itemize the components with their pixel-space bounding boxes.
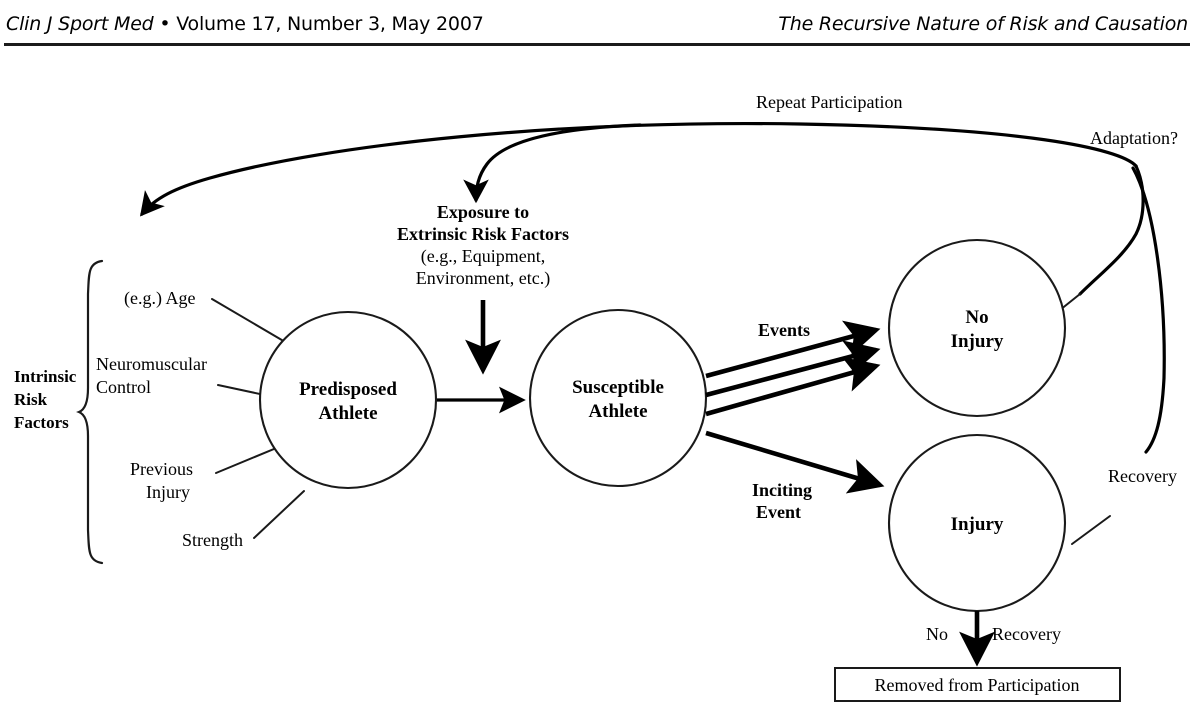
node-no-injury-label-line2: Injury [951, 331, 1004, 352]
node-predisposed-athlete[interactable]: Predisposed Athlete [258, 310, 438, 490]
running-head-right: The Recursive Nature of Risk and Causati… [778, 13, 1188, 35]
node-injury[interactable]: Injury [887, 433, 1067, 613]
risk-factor-previous-injury-label-line2: Injury [146, 482, 190, 502]
inciting-event-label-line1: Inciting [752, 480, 812, 500]
journal-name: Clin J Sport Med [6, 13, 154, 35]
intrinsic-risk-brace [76, 259, 104, 565]
intrinsic-label-line1: Intrinsic [14, 367, 77, 386]
repeat-participation-label: Repeat Participation [756, 92, 902, 112]
node-removed-from-participation-label: Removed from Participation [875, 675, 1080, 695]
intrinsic-label-line2: Risk [14, 390, 48, 409]
node-predisposed-athlete-label-line2: Athlete [318, 403, 377, 424]
intrinsic-label-line3: Factors [14, 413, 69, 432]
no-recovery-label-right: Recovery [992, 624, 1061, 644]
risk-factor-previous-injury-label-line1: Previous [130, 459, 193, 479]
events-label: Events [758, 320, 810, 340]
journal-issue: • Volume 17, Number 3, May 2007 [153, 13, 484, 35]
repeat-participation-arrow [139, 121, 1138, 217]
inciting-event-label-line2: Event [756, 502, 801, 522]
extrinsic-line3: (e.g., Equipment, [421, 246, 545, 267]
risk-factor-neuromuscular-label-line2: Control [96, 377, 151, 397]
running-head-left: Clin J Sport Med • Volume 17, Number 3, … [6, 13, 484, 35]
risk-factor-age-label: (e.g.) Age [124, 288, 195, 309]
node-no-injury-label-line1: No [965, 307, 988, 328]
node-no-injury[interactable]: No Injury [887, 238, 1067, 418]
recovery-connector [1071, 515, 1111, 545]
extrinsic-line4: Environment, etc.) [416, 268, 550, 289]
node-predisposed-athlete-label-line1: Predisposed [299, 379, 397, 400]
figure-canvas: Repeat Participation Adaptation? Recover… [0, 48, 1194, 721]
extrinsic-line2: Extrinsic Risk Factors [397, 224, 569, 244]
adaptation-curve [1078, 164, 1145, 296]
adaptation-label: Adaptation? [1090, 128, 1178, 148]
node-injury-label: Injury [951, 514, 1004, 535]
extrinsic-risk-factors-text: Exposure to Extrinsic Risk Factors (e.g.… [397, 202, 569, 289]
exposure-branch-arrow [463, 123, 642, 204]
inciting-event-arrow [705, 430, 885, 494]
recursive-injury-model-diagram: Repeat Participation Adaptation? Recover… [14, 92, 1178, 702]
recovery-curve [1131, 166, 1166, 454]
node-removed-from-participation[interactable]: Removed from Participation [834, 667, 1121, 702]
extrinsic-line1: Exposure to [437, 202, 529, 222]
events-arrows [705, 320, 881, 417]
risk-factor-strength-label: Strength [182, 530, 243, 550]
header-divider [4, 43, 1190, 46]
node-susceptible-athlete-label-line1: Susceptible [572, 377, 664, 398]
running-head: Clin J Sport Med • Volume 17, Number 3, … [0, 0, 1194, 48]
no-recovery-label-left: No [926, 624, 948, 644]
node-susceptible-athlete-label-line2: Athlete [588, 401, 647, 422]
node-susceptible-athlete[interactable]: Susceptible Athlete [528, 308, 708, 488]
risk-factor-neuromuscular-label-line1: Neuromuscular [96, 354, 207, 374]
recovery-label: Recovery [1108, 466, 1177, 486]
